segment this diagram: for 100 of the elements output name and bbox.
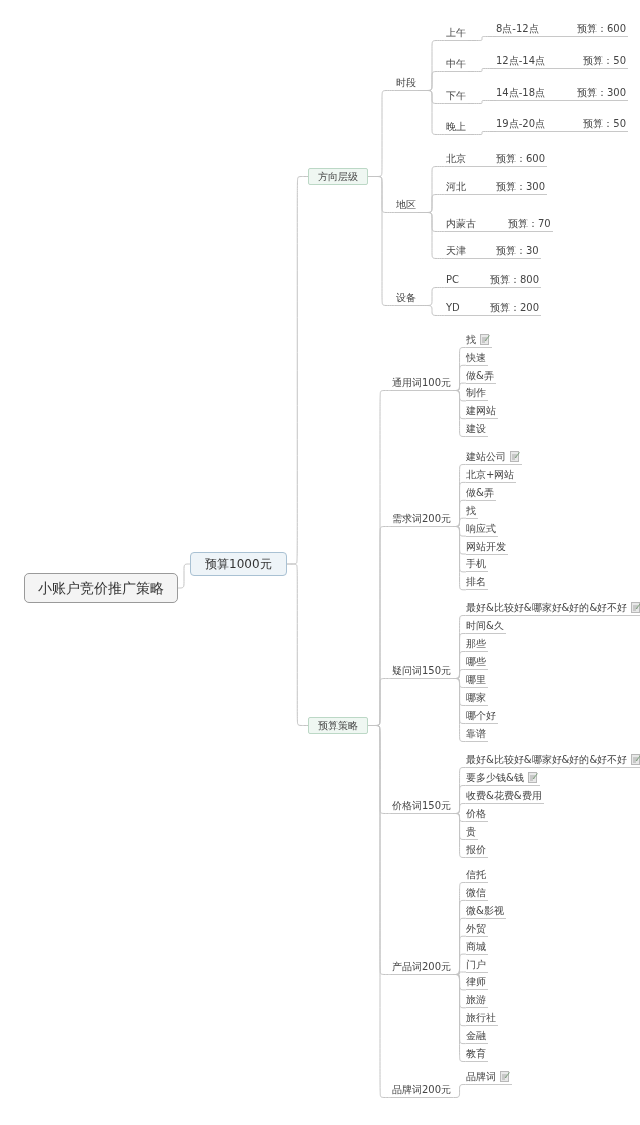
connector-line [452, 974, 467, 1062]
topic-text: 小账户竞价推广策略 [38, 579, 164, 597]
connector-line [452, 526, 467, 591]
topic-text: 最好&比较好&哪家好&好的&好不好 [466, 753, 628, 766]
budget-text: 预算：300 [575, 86, 626, 99]
topic-text: 北京+网站 [466, 467, 515, 481]
topic-text: 19点-20点 [496, 117, 547, 130]
connector-line [417, 305, 447, 316]
topic-text: 做&弄 [466, 368, 494, 382]
topic-text: 教育 [466, 1047, 486, 1060]
main-topic-box [190, 552, 287, 576]
budget-text: 预算：300 [495, 180, 546, 193]
connector-line [467, 68, 497, 72]
topic-text: 哪家 [466, 691, 486, 704]
topic-text: 产品词200元 [392, 960, 452, 973]
topic-text: 靠谱 [466, 727, 486, 740]
topic-text: 价格 [466, 807, 486, 820]
connector-line [467, 131, 497, 135]
connector-line [177, 563, 191, 589]
topic-text: 报价 [466, 843, 486, 856]
connector-line [452, 390, 467, 437]
underlined-topic [466, 450, 522, 465]
topic-text: PC [446, 273, 460, 286]
topic-text: 建设 [466, 422, 486, 435]
topic-text: 12点-14点 [496, 54, 547, 67]
budget-text: 预算：50 [582, 117, 626, 130]
topic-text: 排名 [466, 575, 486, 589]
topic-text: 微信 [466, 885, 486, 899]
topic-text: 旅游 [466, 993, 486, 1007]
topic-text: 14点-18点 [496, 86, 547, 99]
topic-text: 响应式 [466, 521, 496, 535]
topic-text: 商城 [466, 939, 486, 953]
topic-text: 金融 [466, 1029, 486, 1043]
topic-text: 北京 [446, 152, 467, 165]
underlined-topic [496, 86, 628, 101]
underlined-topic [496, 54, 628, 69]
topic-text: 哪里 [466, 673, 486, 686]
topic-text: 网站开发 [466, 539, 506, 553]
topic-text: 快速 [466, 350, 486, 364]
topic-text: 信托 [466, 868, 486, 881]
connector-line [467, 100, 497, 104]
topic-text: 最好&比较好&哪家好&好的&好不好 [466, 601, 628, 614]
underlined-topic [496, 117, 628, 132]
underlined-topic [446, 273, 542, 288]
topic-text: 微&影视 [466, 903, 504, 917]
underlined-topic [446, 301, 542, 316]
budget-text: 预算：200 [489, 301, 540, 314]
underlined-topic [446, 244, 541, 259]
underlined-topic [466, 333, 492, 348]
topic-text: 预算策略 [318, 719, 358, 732]
topic-text: 天津 [446, 244, 467, 257]
topic-text: 8点-12点 [496, 22, 540, 35]
topic-text: 做&弄 [466, 485, 494, 499]
underlined-topic [466, 1070, 512, 1085]
topic-text: 中午 [446, 57, 466, 70]
underlined-topic [446, 152, 548, 167]
branch-topic-box [308, 717, 368, 734]
topic-text: 通用词100元 [392, 376, 452, 389]
topic-text: 律师 [466, 975, 486, 989]
topic-text: 哪个好 [466, 709, 496, 722]
connector-line [467, 36, 497, 41]
topic-text: 时间&久 [466, 619, 504, 632]
topic-text: 找 [466, 503, 476, 517]
topic-text: YD [446, 301, 461, 314]
topic-text: 建网站 [466, 404, 496, 418]
topic-text: 品牌词 [466, 1070, 496, 1083]
topic-text: 上午 [446, 26, 466, 39]
topic-text: 那些 [466, 637, 486, 650]
connector-line [417, 90, 447, 135]
topic-text: 下午 [446, 89, 466, 102]
topic-text: 地区 [396, 198, 416, 211]
topic-text: 内蒙古 [446, 217, 477, 230]
topic-text: 价格词150元 [392, 799, 452, 812]
budget-text: 预算：600 [495, 152, 546, 165]
connector-line [452, 1084, 467, 1098]
topic-text: 门户 [466, 957, 486, 971]
central-topic-box [24, 573, 178, 603]
underlined-topic [446, 180, 548, 195]
budget-text: 预算：70 [507, 217, 551, 230]
topic-text: 需求词200元 [392, 512, 452, 525]
topic-text: 制作 [466, 386, 486, 400]
budget-text: 预算：800 [489, 273, 540, 286]
topic-text: 预算1000元 [205, 556, 272, 572]
topic-text: 要多少钱&钱 [466, 771, 524, 784]
topic-text: 收费&花费&费用 [466, 789, 542, 802]
topic-text: 外贸 [466, 921, 486, 935]
topic-text: 时段 [396, 76, 416, 89]
underlined-topic [466, 771, 540, 786]
connector-line [452, 678, 467, 742]
topic-text: 方向层级 [318, 170, 358, 183]
topic-text: 品牌词200元 [392, 1083, 452, 1096]
topic-text: 晚上 [446, 120, 466, 133]
topic-text: 旅行社 [466, 1011, 496, 1025]
topic-text: 建站公司 [466, 450, 506, 463]
connector-line [452, 813, 467, 858]
budget-text: 预算：600 [575, 22, 626, 35]
underlined-topic [466, 601, 640, 616]
underlined-topic [466, 753, 640, 768]
topic-text: 手机 [466, 557, 486, 571]
connector-line [417, 212, 447, 259]
